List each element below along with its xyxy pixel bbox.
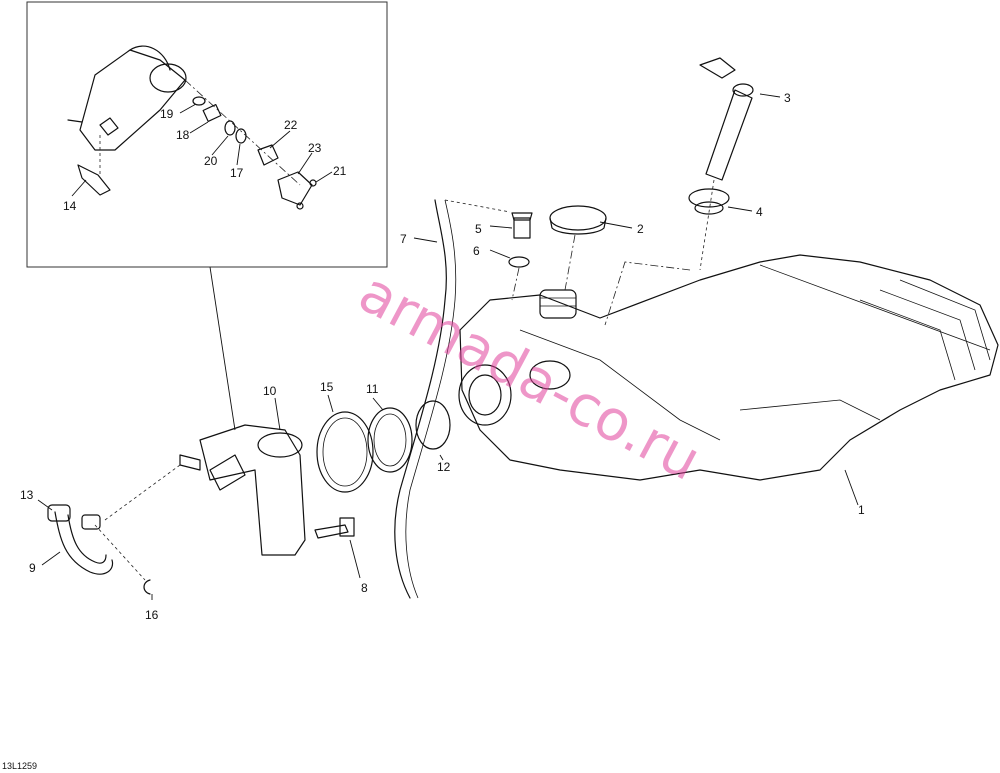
o-ring xyxy=(415,400,451,450)
callout-21: 21 xyxy=(333,164,347,178)
callout-17: 17 xyxy=(230,166,244,180)
valve-fitting xyxy=(508,212,533,301)
callout-11: 11 xyxy=(366,382,379,396)
fuel-cap xyxy=(549,205,607,235)
bolt xyxy=(314,517,355,539)
hose-clip xyxy=(143,579,151,595)
detail-inset-frame xyxy=(26,1,388,268)
fuel-pump-module xyxy=(179,424,306,556)
lock-ring xyxy=(367,407,413,473)
callout-6: 6 xyxy=(473,244,480,258)
callout-5: 5 xyxy=(475,222,482,236)
callout-13: 13 xyxy=(20,488,34,502)
inset-small-parts xyxy=(184,79,317,210)
clamp xyxy=(316,411,374,493)
callout-12: 12 xyxy=(437,460,451,474)
callout-4: 4 xyxy=(756,205,763,219)
gauge-tube xyxy=(699,57,754,271)
grommet xyxy=(688,188,730,215)
callout-2: 2 xyxy=(637,222,644,236)
diagram-code: 13L1259 xyxy=(2,761,37,771)
vent-hose xyxy=(394,199,447,599)
callout-3: 3 xyxy=(784,91,791,105)
callout-8: 8 xyxy=(361,581,368,595)
callout-19: 19 xyxy=(160,107,174,121)
leader-lines xyxy=(37,93,859,600)
callout-22: 22 xyxy=(284,118,298,132)
fuel-tank xyxy=(458,254,999,481)
callout-7: 7 xyxy=(400,232,407,246)
callout-16: 16 xyxy=(145,608,159,622)
callout-15: 15 xyxy=(320,380,334,394)
callout-14: 14 xyxy=(63,199,77,213)
callout-10: 10 xyxy=(263,384,277,398)
inset-connector-line xyxy=(209,266,236,431)
callout-23: 23 xyxy=(308,141,322,155)
callout-1: 1 xyxy=(858,503,865,517)
watermark: armada-co.ru xyxy=(348,260,710,494)
inset-pump-housing xyxy=(67,45,187,196)
callout-20: 20 xyxy=(204,154,218,168)
callout-18: 18 xyxy=(176,128,190,142)
fuel-hose xyxy=(47,504,114,575)
callout-9: 9 xyxy=(29,561,36,575)
